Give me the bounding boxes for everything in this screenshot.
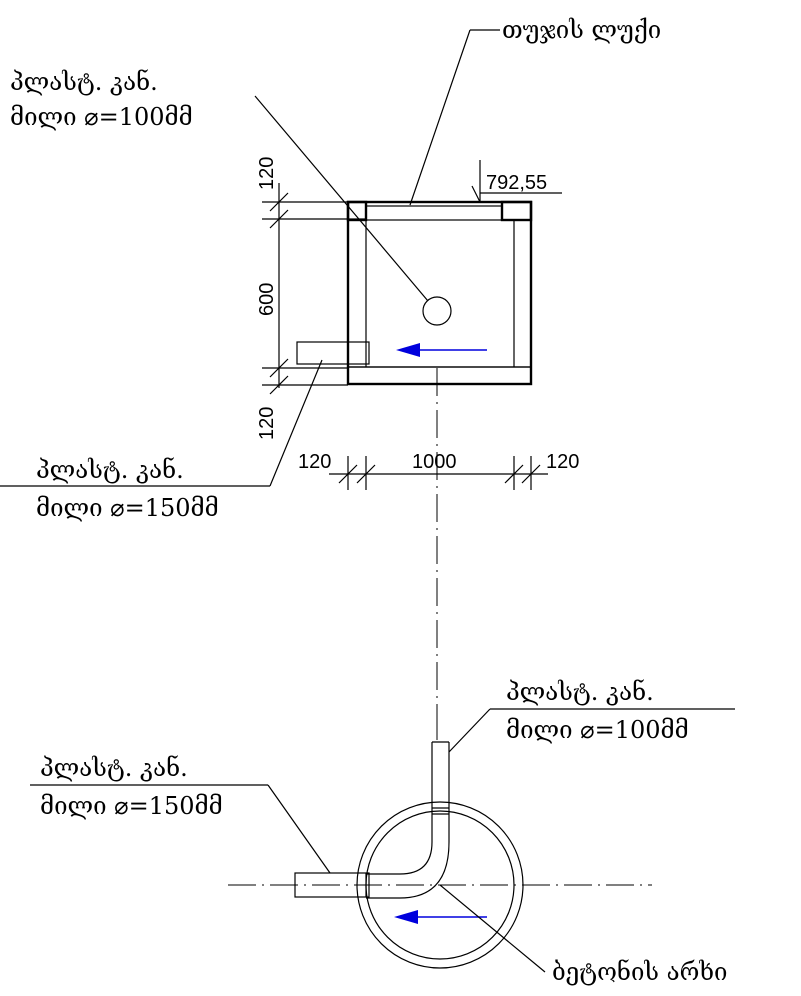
ring-leader: ბეტონის არხი: [439, 884, 727, 986]
pipe100-top-line1: პლასტ. კან.: [10, 68, 158, 96]
dim-height: 600: [256, 283, 278, 316]
pipe150-bottom-line2: მილი ⌀=150მმ: [40, 792, 223, 820]
pipe-100-section: [422, 296, 452, 326]
elevation-value: 792,55: [486, 172, 547, 194]
pipe150-top-line1: პლასტ. კან.: [36, 456, 184, 484]
elevation-marker: 792,55: [471, 160, 562, 203]
vertical-dimensions: 120 600 120: [256, 157, 366, 440]
dim-bottom-wall: 120: [256, 407, 278, 440]
lid-right-support: [500, 200, 533, 222]
horizontal-dimensions: 120 1000 120: [298, 451, 579, 490]
pipe150-bottom-leader: პლასტ. კან. მილი ⌀=150მმ: [30, 754, 331, 874]
pipe150-top-leader: პლასტ. კან. მილი ⌀=150მმ: [0, 359, 323, 522]
pipe-100-plan: [366, 741, 450, 899]
well-plan: [228, 720, 652, 969]
lid-left-support: [346, 200, 368, 222]
dim-left-wall: 120: [298, 451, 331, 473]
dim-right-wall: 120: [546, 451, 579, 473]
well-section: [296, 200, 533, 720]
dim-top-wall: 120: [256, 157, 278, 190]
pipe100-bottom-line1: პლასტ. კან.: [506, 678, 654, 706]
cast-iron-lid: [365, 205, 503, 221]
lid-label: თუჯის ლუქი: [502, 16, 661, 44]
pipe150-bottom-line1: პლასტ. კან.: [40, 754, 188, 782]
pipe150-top-line2: მილი ⌀=150მმ: [36, 494, 219, 522]
pipe100-top-line2: მილი ⌀=100მმ: [10, 103, 193, 131]
dim-width: 1000: [412, 451, 457, 473]
lid-leader: თუჯის ლუქი: [409, 16, 661, 206]
pipe-150-section: [296, 341, 370, 365]
pipe100-bottom-leader: პლასტ. კან. მილი ⌀=100მმ: [448, 678, 735, 753]
pipe100-bottom-line2: მილი ⌀=100მმ: [506, 716, 689, 744]
pipe-150-plan: [294, 872, 370, 898]
well-outer-wall: [346, 200, 533, 386]
ring-label: ბეტონის არხი: [552, 958, 727, 986]
pipe100-top-leader: პლასტ. კან. მილი ⌀=100მმ: [10, 68, 429, 302]
